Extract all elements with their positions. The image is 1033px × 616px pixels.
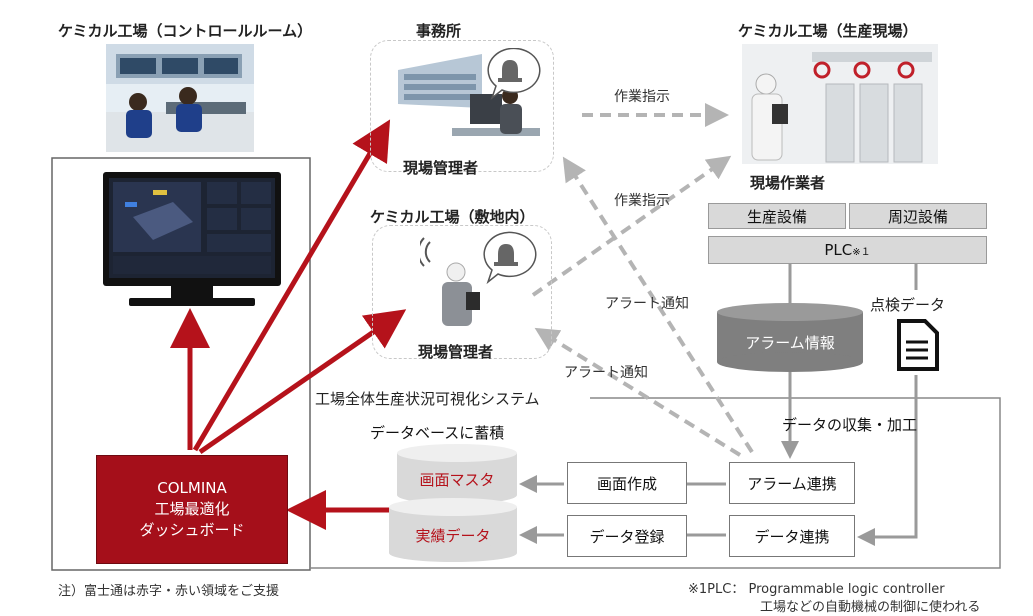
- control-room-title: ケミカル工場（コントロールルーム）: [58, 22, 313, 40]
- premises-manager-label: 現場管理者: [418, 343, 494, 361]
- arrow-work-instruction-2: [531, 155, 732, 297]
- data-collection-label: データの収集・加工: [782, 416, 918, 434]
- system-frame: [310, 397, 1001, 569]
- dashboard-monitor: [103, 172, 281, 308]
- arrow-alert-1: [562, 156, 754, 454]
- plc-box: PLC※１: [708, 236, 987, 264]
- alarm-info-label: アラーム情報: [745, 333, 835, 352]
- operators-icon: [106, 44, 254, 152]
- system-name: 工場全体生産状況可視化システム: [312, 388, 543, 409]
- arrow-to-premises: [198, 309, 407, 455]
- alarm-info-db: アラーム情報: [716, 302, 864, 374]
- site-worker-icon: [742, 44, 938, 164]
- support-note: 注）富士通は赤字・赤い領域をご支援: [58, 584, 280, 599]
- arrow-alert-2: [534, 327, 742, 457]
- screen-master-label: 画面マスタ: [419, 470, 495, 489]
- monitor-icon: [103, 172, 281, 306]
- data-link-box: データ連携: [729, 515, 855, 557]
- document-icon: [897, 319, 939, 371]
- office-title: 事務所: [416, 22, 462, 40]
- colmina-dashboard-box: COLMINA 工場最適化 ダッシュボード: [96, 455, 288, 564]
- alert-label-1: アラート通知: [605, 296, 689, 312]
- screen-creation-box: 画面作成: [567, 462, 687, 504]
- database-cylinder-icon: [389, 498, 517, 562]
- inspection-to-datalink-arrow: [857, 375, 918, 546]
- plc-label: PLC: [824, 241, 853, 259]
- production-equipment-box: 生産設備: [708, 203, 846, 229]
- premises-area: [372, 225, 552, 359]
- dashboard-line-3: ダッシュボード: [139, 521, 245, 539]
- office-manager-label: 現場管理者: [403, 159, 479, 177]
- control-room-frame: [51, 157, 311, 571]
- premises-title: ケミカル工場（敷地内）: [370, 208, 535, 226]
- control-room-illustration: [106, 44, 254, 152]
- data-registration-box: データ登録: [567, 515, 687, 557]
- dashboard-line-1: COLMINA: [157, 479, 227, 497]
- office-illustration: [392, 47, 542, 156]
- db-accumulate-label: データベースに蓄積: [370, 424, 505, 442]
- results-data-label: 実績データ: [415, 526, 491, 545]
- plc-description-note: 工場などの自動機械の制御に使われる: [760, 600, 981, 615]
- work-instruction-label-1: 作業指示: [614, 89, 670, 105]
- results-data-db: 実績データ: [388, 497, 518, 563]
- production-site-title: ケミカル工場（生産現場）: [738, 22, 918, 40]
- premises-worker-icon: [417, 231, 537, 326]
- production-site-illustration: [742, 44, 938, 164]
- office-area: [370, 40, 554, 172]
- office-worker-icon: [398, 47, 541, 136]
- screen-master-db: 画面マスタ: [396, 443, 518, 505]
- arrow-to-office: [192, 119, 391, 452]
- alert-label-2: アラート通知: [564, 365, 648, 381]
- premises-illustration: [417, 230, 540, 336]
- plc-footnote-mark: ※１: [852, 246, 871, 258]
- peripheral-equipment-box: 周辺設備: [849, 203, 987, 229]
- dashboard-line-2: 工場最適化: [154, 500, 230, 518]
- site-worker-label: 現場作業者: [750, 174, 826, 192]
- plc-definition-note: ※1PLC： Programmable logic controller: [688, 582, 945, 597]
- inspection-data-label: 点検データ: [870, 296, 946, 314]
- inspection-document: [896, 318, 940, 372]
- work-instruction-label-2: 作業指示: [614, 193, 670, 209]
- database-cylinder-icon: [717, 303, 863, 372]
- alarm-link-box: アラーム連携: [729, 462, 855, 504]
- database-cylinder-icon: [397, 444, 517, 504]
